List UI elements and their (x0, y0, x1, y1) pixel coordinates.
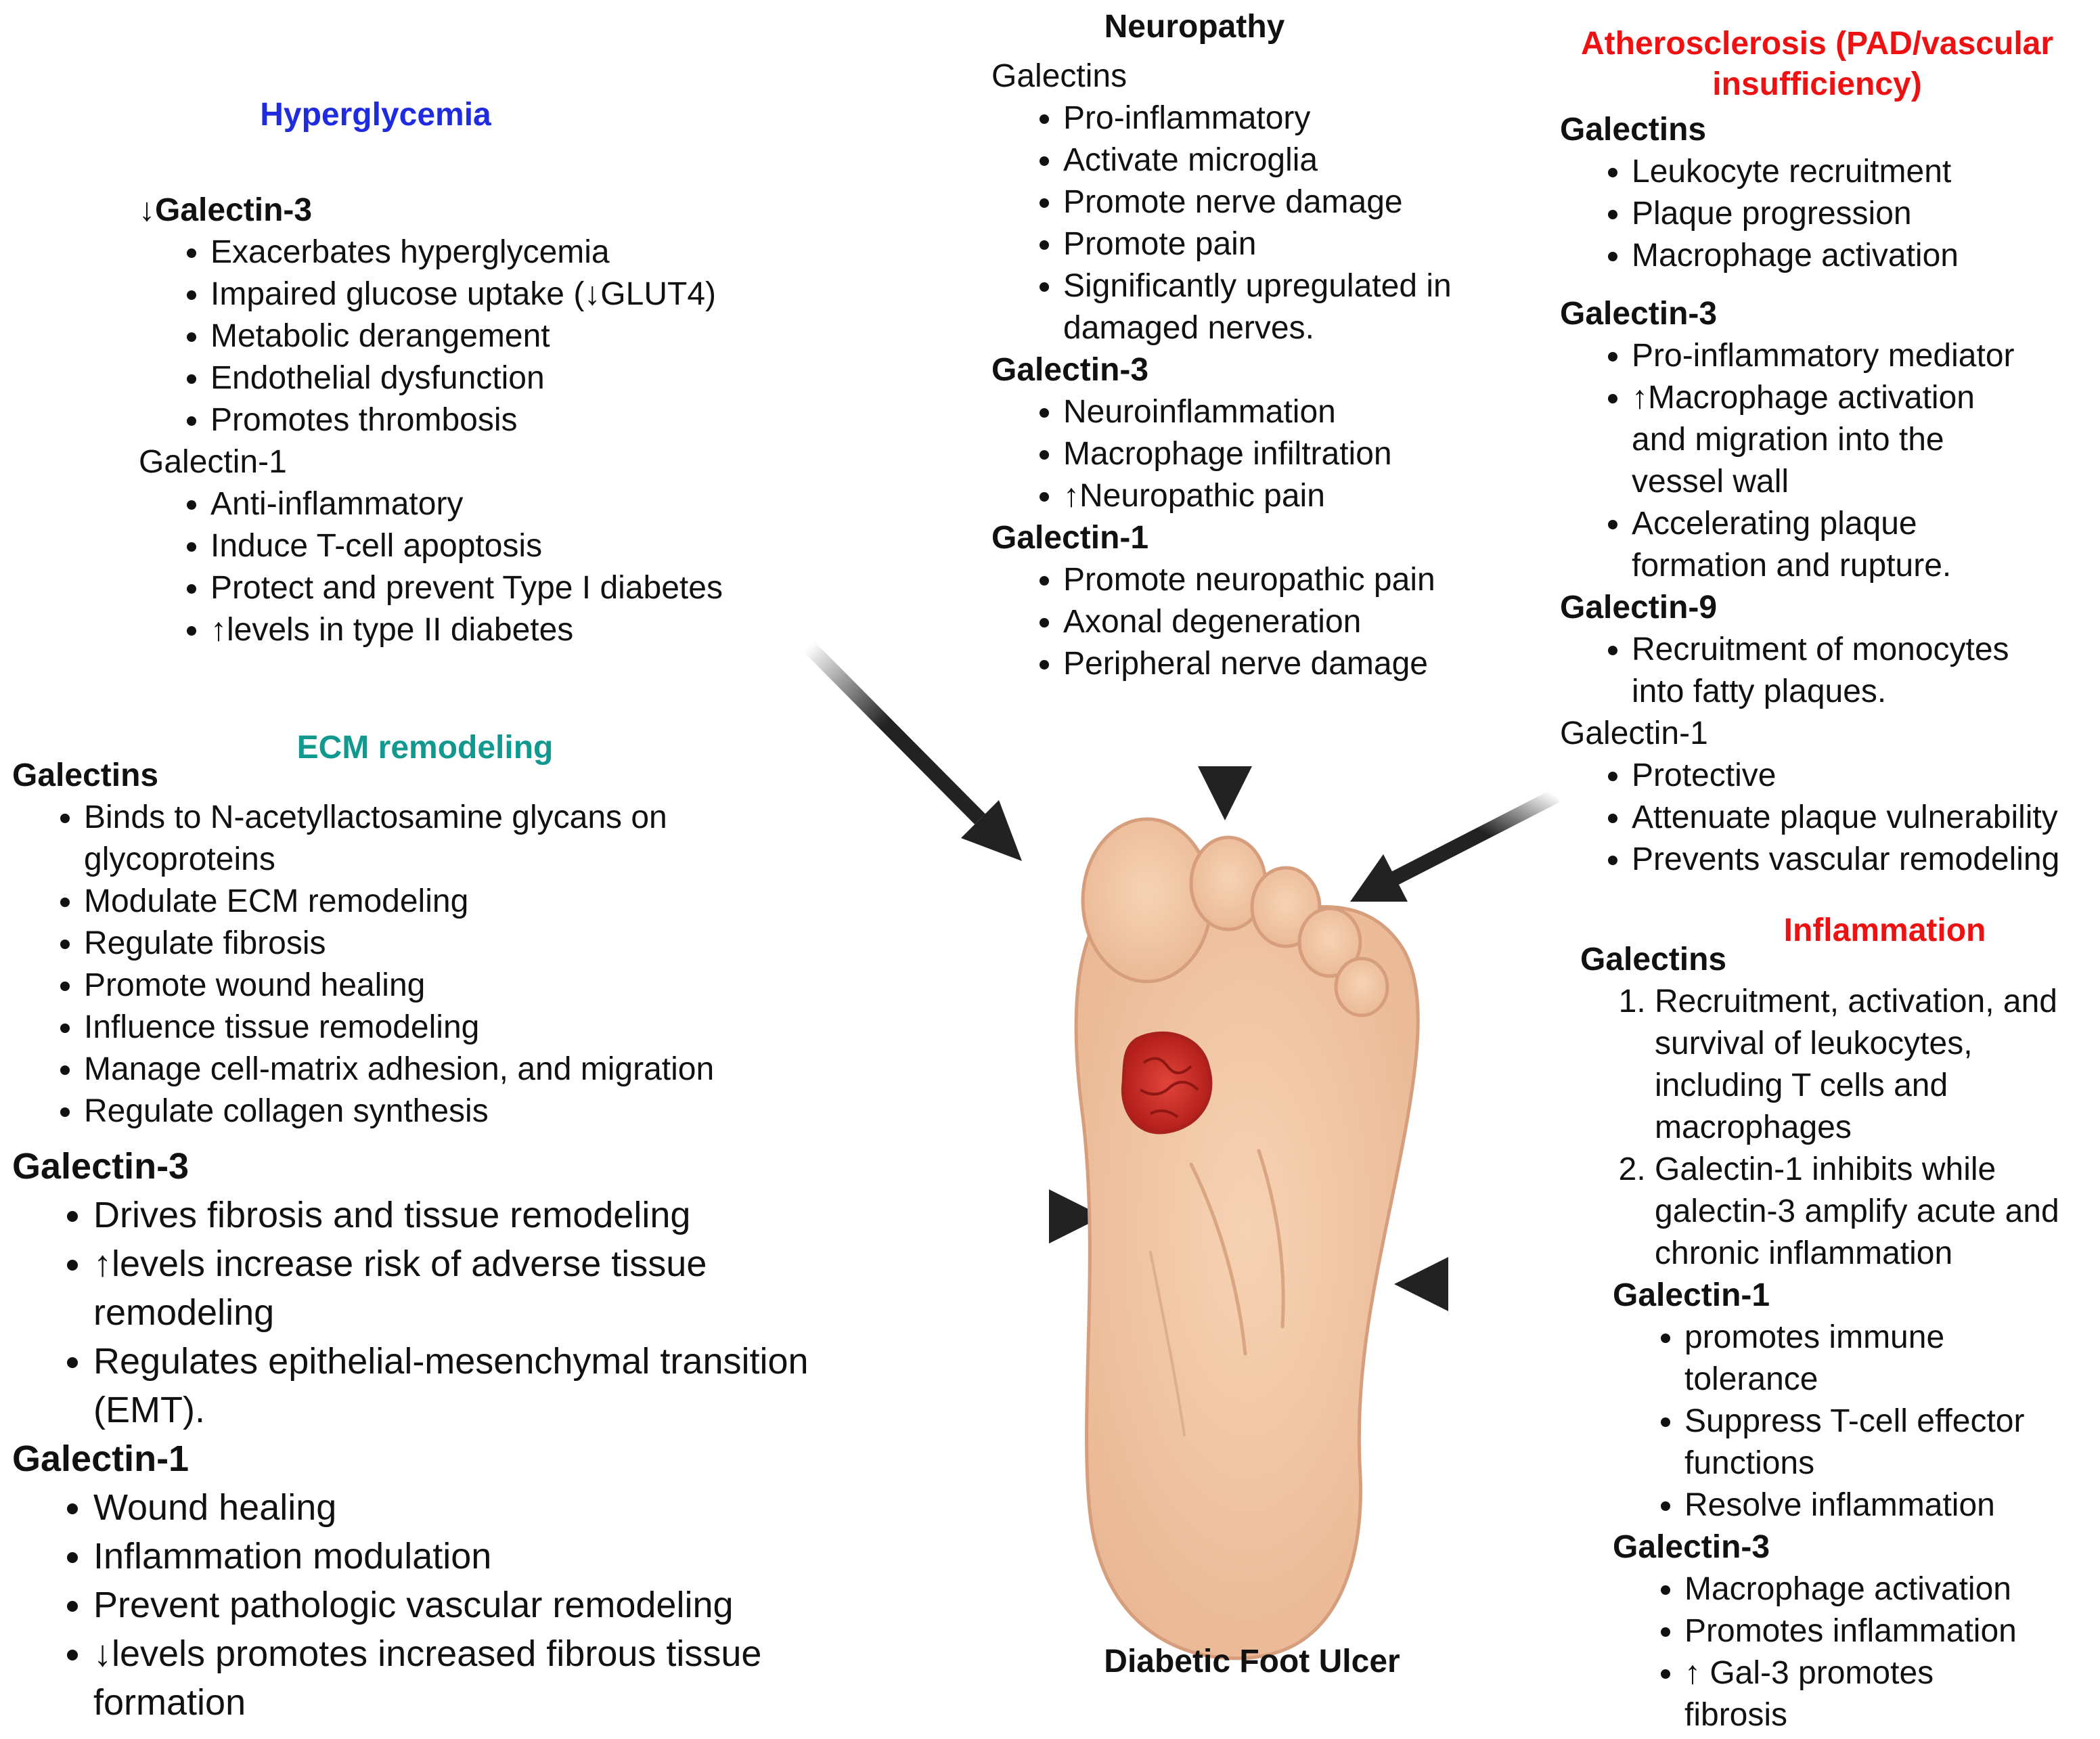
ecm-g3-list: Drives fibrosis and tissue remodeling ↑l… (12, 1191, 906, 1434)
atherosclerosis-section: Atherosclerosis (PAD/vascular insufficie… (1560, 24, 2095, 881)
list-item: Neuroinflammation (1063, 391, 1533, 433)
infl-g1-list: promotes immune tolerance Suppress T-cel… (1613, 1317, 2095, 1526)
arrow-ecm (883, 1189, 1103, 1243)
list-item: Leukocyte recruitment (1632, 151, 2095, 193)
neuro-g3-label: Galectin-3 (991, 352, 1149, 388)
list-item: Recruitment, activation, and survival of… (1655, 981, 2074, 1149)
list-item: Inflammation modulation (93, 1532, 906, 1581)
list-item: Regulates epithelial-mesenchymal transit… (93, 1337, 906, 1434)
list-item: Pro-inflammatory mediator (1632, 335, 2095, 377)
list-item: promotes immune tolerance (1684, 1317, 2023, 1401)
list-item: Prevent pathologic vascular remodeling (93, 1581, 906, 1629)
infl-galectins-list: Recruitment, activation, and survival of… (1580, 981, 2095, 1275)
list-item: ↑Neuropathic pain (1063, 475, 1533, 517)
inflammation-title: Inflammation (1783, 912, 1986, 948)
list-item: Resolve inflammation (1684, 1484, 2095, 1526)
list-item: Prevents vascular remodeling (1632, 839, 2095, 881)
list-item: Induce T-cell apoptosis (210, 525, 816, 567)
athero-g1-label: Galectin-1 (1560, 716, 1708, 751)
list-item: Endothelial dysfunction (210, 357, 816, 399)
neuropathy-section: Neuropathy Galectins Pro-inflammatory Ac… (991, 7, 1533, 685)
list-item: Macrophage infiltration (1063, 433, 1533, 475)
list-item: Promote pain (1063, 223, 1533, 265)
list-item: Manage cell-matrix adhesion, and migrati… (84, 1049, 906, 1091)
list-item: Accelerating plaque formation and ruptur… (1632, 503, 2011, 587)
infl-g1-label: Galectin-1 (1613, 1277, 1770, 1313)
ecm-g1-list: Wound healing Inflammation modulation Pr… (12, 1483, 906, 1727)
hyper-g1-label: Galectin-1 (139, 444, 287, 480)
arrow-atherosclerosis (1350, 789, 1561, 902)
infl-galectins-label: Galectins (1580, 942, 1727, 977)
list-item: Protect and prevent Type I diabetes (210, 567, 816, 609)
list-item: ↓levels promotes increased fibrous tissu… (93, 1629, 804, 1727)
list-item: Macrophage activation (1684, 1568, 2095, 1610)
hyperglycemia-title: Hyperglycemia (260, 97, 491, 133)
list-item: Drives fibrosis and tissue remodeling (93, 1191, 906, 1239)
list-item: Axonal degeneration (1063, 601, 1533, 643)
list-item: Promotes thrombosis (210, 399, 816, 441)
neuro-galectins-list: Pro-inflammatory Activate microglia Prom… (991, 97, 1533, 349)
athero-g3-list: Pro-inflammatory mediator ↑Macrophage ac… (1560, 335, 2095, 587)
ecm-galectins-list: Binds to N-acetyllactosamine glycans on … (12, 797, 906, 1132)
ecm-g3-label: Galectin-3 (12, 1146, 189, 1187)
list-item: Promote nerve damage (1063, 181, 1533, 223)
neuro-g3-list: Neuroinflammation Macrophage infiltratio… (991, 391, 1533, 517)
list-item: Macrophage activation (1632, 235, 2095, 277)
list-item: Significantly upregulated in damaged ner… (1063, 265, 1496, 349)
ecm-title: ECM remodeling (296, 730, 554, 766)
athero-g9-list: Recruitment of monocytes into fatty plaq… (1560, 629, 2095, 713)
arrow-inflammation (1394, 1257, 1580, 1311)
neuropathy-title: Neuropathy (1104, 9, 1285, 45)
hyper-g1-list: Anti-inflammatory Induce T-cell apoptosi… (139, 483, 816, 651)
list-item: Suppress T-cell effector functions (1684, 1401, 2063, 1484)
list-item: Regulate fibrosis (84, 923, 906, 965)
athero-galectins-label: Galectins (1560, 112, 1707, 148)
list-item: Promote neuropathic pain (1063, 559, 1533, 601)
list-item: Promote wound healing (84, 965, 906, 1007)
athero-g3-label: Galectin-3 (1560, 296, 1718, 332)
ecm-galectins-label: Galectins (12, 757, 159, 793)
list-item: Plaque progression (1632, 193, 2095, 235)
neuro-g1-list: Promote neuropathic pain Axonal degenera… (991, 559, 1533, 685)
hyper-g3-label: ↓Galectin-3 (139, 192, 313, 228)
infl-g3-list: Macrophage activation Promotes inflammat… (1613, 1568, 2095, 1736)
list-item: ↑levels in type II diabetes (210, 609, 816, 651)
list-item: Exacerbates hyperglycemia (210, 232, 816, 273)
list-item: Galectin-1 inhibits while galectin-3 amp… (1655, 1149, 2074, 1275)
list-item: Pro-inflammatory (1063, 97, 1533, 139)
infl-g3-label: Galectin-3 (1613, 1529, 1770, 1565)
foot-illustration (1074, 817, 1420, 1660)
list-item: Recruitment of monocytes into fatty plaq… (1632, 629, 2038, 713)
athero-title: Atherosclerosis (PAD/vascular insufficie… (1580, 26, 2054, 102)
center-label: Diabetic Foot Ulcer (1104, 1644, 1400, 1679)
ulcer (1121, 1031, 1213, 1135)
athero-galectins-list: Leukocyte recruitment Plaque progression… (1560, 151, 2095, 277)
arrow-neuropathy (1198, 687, 1252, 820)
list-item: Wound healing (93, 1483, 906, 1532)
list-item: Binds to N-acetyllactosamine glycans on … (84, 797, 761, 881)
list-item: Activate microglia (1063, 139, 1533, 181)
list-item: Regulate collagen synthesis (84, 1091, 906, 1132)
list-item: Protective (1632, 755, 2095, 797)
neuro-galectins-label: Galectins (991, 58, 1127, 94)
hyper-g3-list: Exacerbates hyperglycemia Impaired gluco… (139, 232, 816, 441)
list-item: Modulate ECM remodeling (84, 881, 906, 923)
list-item: Peripheral nerve damage (1063, 643, 1533, 685)
ecm-g1-label: Galectin-1 (12, 1438, 189, 1479)
athero-g1-list: Protective Attenuate plaque vulnerabilit… (1560, 755, 2095, 881)
athero-g9-label: Galectin-9 (1560, 590, 1718, 625)
arrow-hyperglycemia (803, 641, 1022, 861)
list-item: Metabolic derangement (210, 315, 816, 357)
list-item: Attenuate plaque vulnerability (1632, 797, 2095, 839)
list-item: Promotes inflammation (1684, 1610, 2095, 1652)
list-item: ↑ Gal-3 promotes fibrosis (1684, 1652, 2009, 1736)
list-item: ↑Macrophage activation and migration int… (1632, 377, 2011, 503)
list-item: ↑levels increase risk of adverse tissue … (93, 1239, 838, 1337)
list-item: Influence tissue remodeling (84, 1007, 906, 1049)
neuro-g1-label: Galectin-1 (991, 520, 1149, 556)
list-item: Impaired glucose uptake (↓GLUT4) (210, 273, 816, 315)
list-item: Anti-inflammatory (210, 483, 816, 525)
